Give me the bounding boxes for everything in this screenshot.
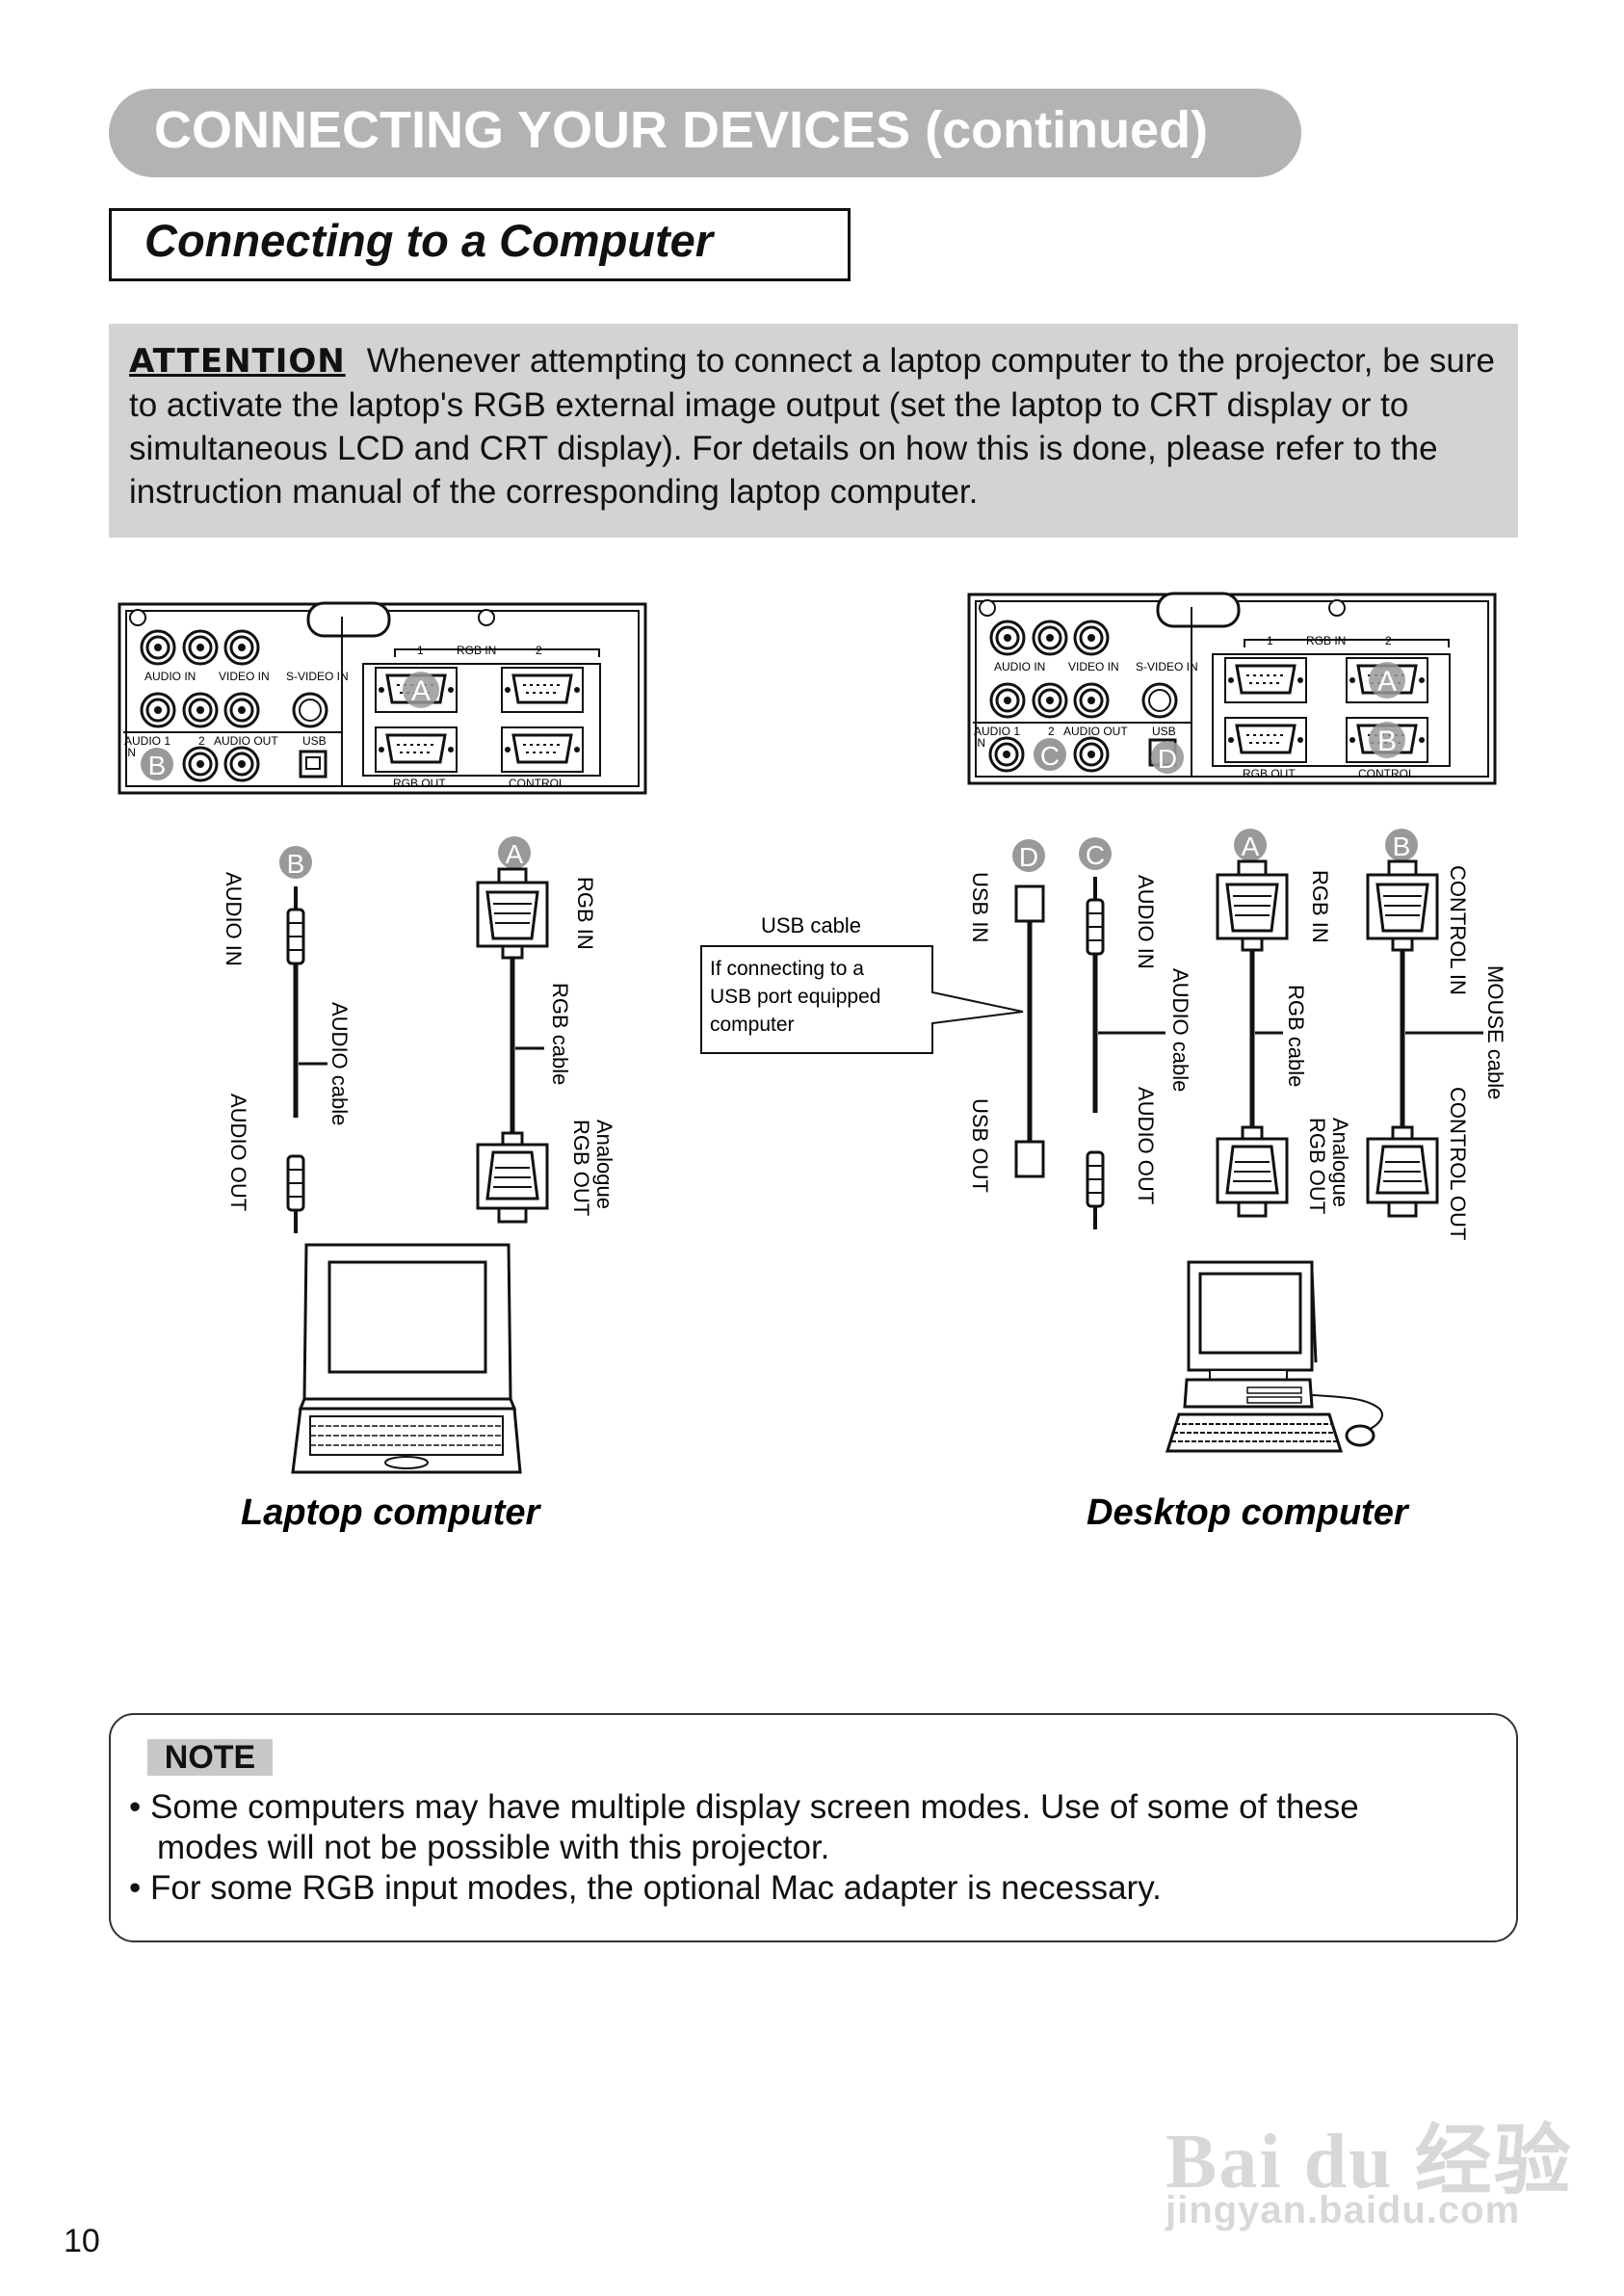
- marker-b: B: [148, 751, 167, 780]
- usb-callout-line-3: computer: [710, 1014, 795, 1036]
- label-control-r: CONTROL: [1358, 767, 1415, 780]
- marker-b-cable: B: [287, 849, 305, 879]
- label-audio-in-r: AUDIO IN: [994, 660, 1045, 673]
- usb-callout-line-2: USB port equipped: [710, 986, 880, 1008]
- note-label: NOTE: [147, 1739, 273, 1776]
- label-audio-1-r: AUDIO 1: [974, 725, 1020, 738]
- label-audio-out: AUDIO OUT: [214, 734, 278, 748]
- label-rgb-cable: RGB cable: [548, 983, 572, 1085]
- label-audio-1-in-r: IN: [974, 736, 985, 750]
- label-rgb-in-1: 1: [417, 644, 424, 657]
- laptop-rgb-cable: A RGB IN RGB cable Analogue RGB OUT: [476, 836, 616, 1224]
- label-audio-in-desktop: AUDIO IN: [1134, 875, 1158, 969]
- label-audio-out-desktop: AUDIO OUT: [1134, 1087, 1158, 1204]
- label-usb-r: USB: [1152, 725, 1176, 738]
- marker-a: A: [411, 675, 431, 707]
- mouse-cable: B CONTROL IN MOUSE cable CONTROL OUT: [1366, 829, 1507, 1240]
- label-control: CONTROL: [509, 777, 565, 790]
- marker-c-panel: C: [1040, 741, 1060, 771]
- desktop-rgb-cable: A RGB IN RGB cable Analogue RGB OUT: [1216, 829, 1352, 1218]
- label-audio-cable: AUDIO cable: [327, 1002, 352, 1125]
- desktop-caption: Desktop computer: [1087, 1492, 1410, 1533]
- label-audio-out-cable: AUDIO OUT: [226, 1094, 250, 1211]
- note-item-1-continued: modes will not be possible with this pro…: [157, 1829, 830, 1866]
- label-rgb-in-1-r: 1: [1267, 634, 1273, 647]
- marker-a-cable-desktop: A: [1242, 831, 1260, 861]
- header-bar: [109, 89, 1301, 177]
- label-rgb-cable-desktop: RGB cable: [1284, 985, 1308, 1087]
- label-rgb-in-2: 2: [536, 644, 542, 657]
- label-s-video-in-r: S-VIDEO IN: [1136, 660, 1198, 673]
- page-title: CONNECTING YOUR DEVICES (continued): [154, 101, 1209, 159]
- label-usb-cable: USB cable: [761, 913, 861, 937]
- watermark-logo: Bai du 经验: [1166, 2120, 1573, 2204]
- laptop-caption: Laptop computer: [241, 1492, 542, 1533]
- label-audio-out-r: AUDIO OUT: [1063, 725, 1128, 738]
- label-rgb-out: RGB OUT: [393, 777, 446, 790]
- label-audio-1-in: IN: [124, 746, 136, 759]
- label-usb-in: USB IN: [968, 872, 992, 942]
- marker-d-panel: D: [1158, 744, 1177, 774]
- attention-box: [109, 324, 1518, 538]
- label-video-in-r: VIDEO IN: [1068, 660, 1119, 673]
- label-audio-in-cable: AUDIO IN: [222, 872, 246, 966]
- label-rgb-out-r: RGB OUT: [1243, 767, 1296, 780]
- section-title: Connecting to a Computer: [144, 215, 714, 266]
- desktop-audio-cable: C AUDIO IN AUDIO cable AUDIO OUT: [1079, 837, 1192, 1231]
- connection-diagram: AUDIO IN VIDEO IN S-VIDEO IN AUDIO 1 IN …: [118, 592, 1507, 1533]
- projector-panel-right: AUDIO IN VIDEO IN S-VIDEO IN AUDIO 1 IN …: [967, 592, 1497, 785]
- label-analogue-desktop: Analogue: [1328, 1118, 1352, 1207]
- marker-b-cable-desktop: B: [1393, 831, 1411, 861]
- note-box: [109, 1713, 1518, 1942]
- label-rgb-out-desktop: RGB OUT: [1305, 1118, 1329, 1214]
- laptop-audio-cable: B AUDIO IN AUDIO cable AUDIO OUT: [222, 846, 352, 1235]
- note-item-2: • For some RGB input modes, the optional…: [129, 1869, 1162, 1907]
- note-item-1: • Some computers may have multiple displ…: [129, 1788, 1359, 1826]
- marker-d-cable: D: [1019, 842, 1038, 872]
- label-rgb-in-2-r: 2: [1385, 634, 1392, 647]
- label-audio-2-r: 2: [1048, 725, 1055, 738]
- watermark-url: jingyan.baidu.com: [1166, 2189, 1521, 2231]
- label-usb-out: USB OUT: [968, 1098, 992, 1193]
- label-rgb-in: RGB IN: [457, 644, 496, 657]
- attention-text: Whenever attempting to connect a laptop …: [129, 342, 1495, 511]
- label-audio-cable-desktop: AUDIO cable: [1168, 968, 1192, 1092]
- usb-cable: D USB IN USB OUT USB cable If connecting…: [700, 839, 1045, 1193]
- label-mouse-cable: MOUSE cable: [1483, 965, 1507, 1099]
- label-analogue: Analogue: [592, 1120, 616, 1209]
- usb-callout-line-1: If connecting to a: [710, 958, 864, 980]
- marker-b-panel-r: B: [1377, 726, 1397, 757]
- label-audio-1: AUDIO 1: [124, 734, 170, 748]
- label-rgb-in-desktop: RGB IN: [1308, 870, 1332, 943]
- label-rgb-out-cable: RGB OUT: [569, 1120, 593, 1216]
- attention-label: ATTENTION: [129, 342, 346, 381]
- label-rgb-in-r: RGB IN: [1306, 634, 1346, 647]
- marker-c-cable: C: [1086, 840, 1105, 870]
- label-control-in: CONTROL IN: [1446, 865, 1470, 995]
- label-control-out: CONTROL OUT: [1446, 1087, 1470, 1240]
- marker-a-panel-r: A: [1377, 666, 1397, 698]
- label-rgb-in-cable: RGB IN: [573, 877, 597, 950]
- label-usb: USB: [302, 734, 327, 748]
- marker-a-cable: A: [506, 839, 524, 869]
- label-video-in: VIDEO IN: [219, 670, 270, 683]
- label-audio-2: 2: [198, 734, 205, 748]
- desktop-computer-illustration: [1165, 1260, 1383, 1453]
- label-s-video-in: S-VIDEO IN: [286, 670, 349, 683]
- page-number: 10: [64, 2223, 100, 2259]
- laptop-computer-illustration: [291, 1243, 522, 1474]
- section-box: [109, 208, 851, 281]
- projector-panel-left: AUDIO IN VIDEO IN S-VIDEO IN AUDIO 1 IN …: [118, 601, 647, 795]
- label-audio-in: AUDIO IN: [144, 670, 196, 683]
